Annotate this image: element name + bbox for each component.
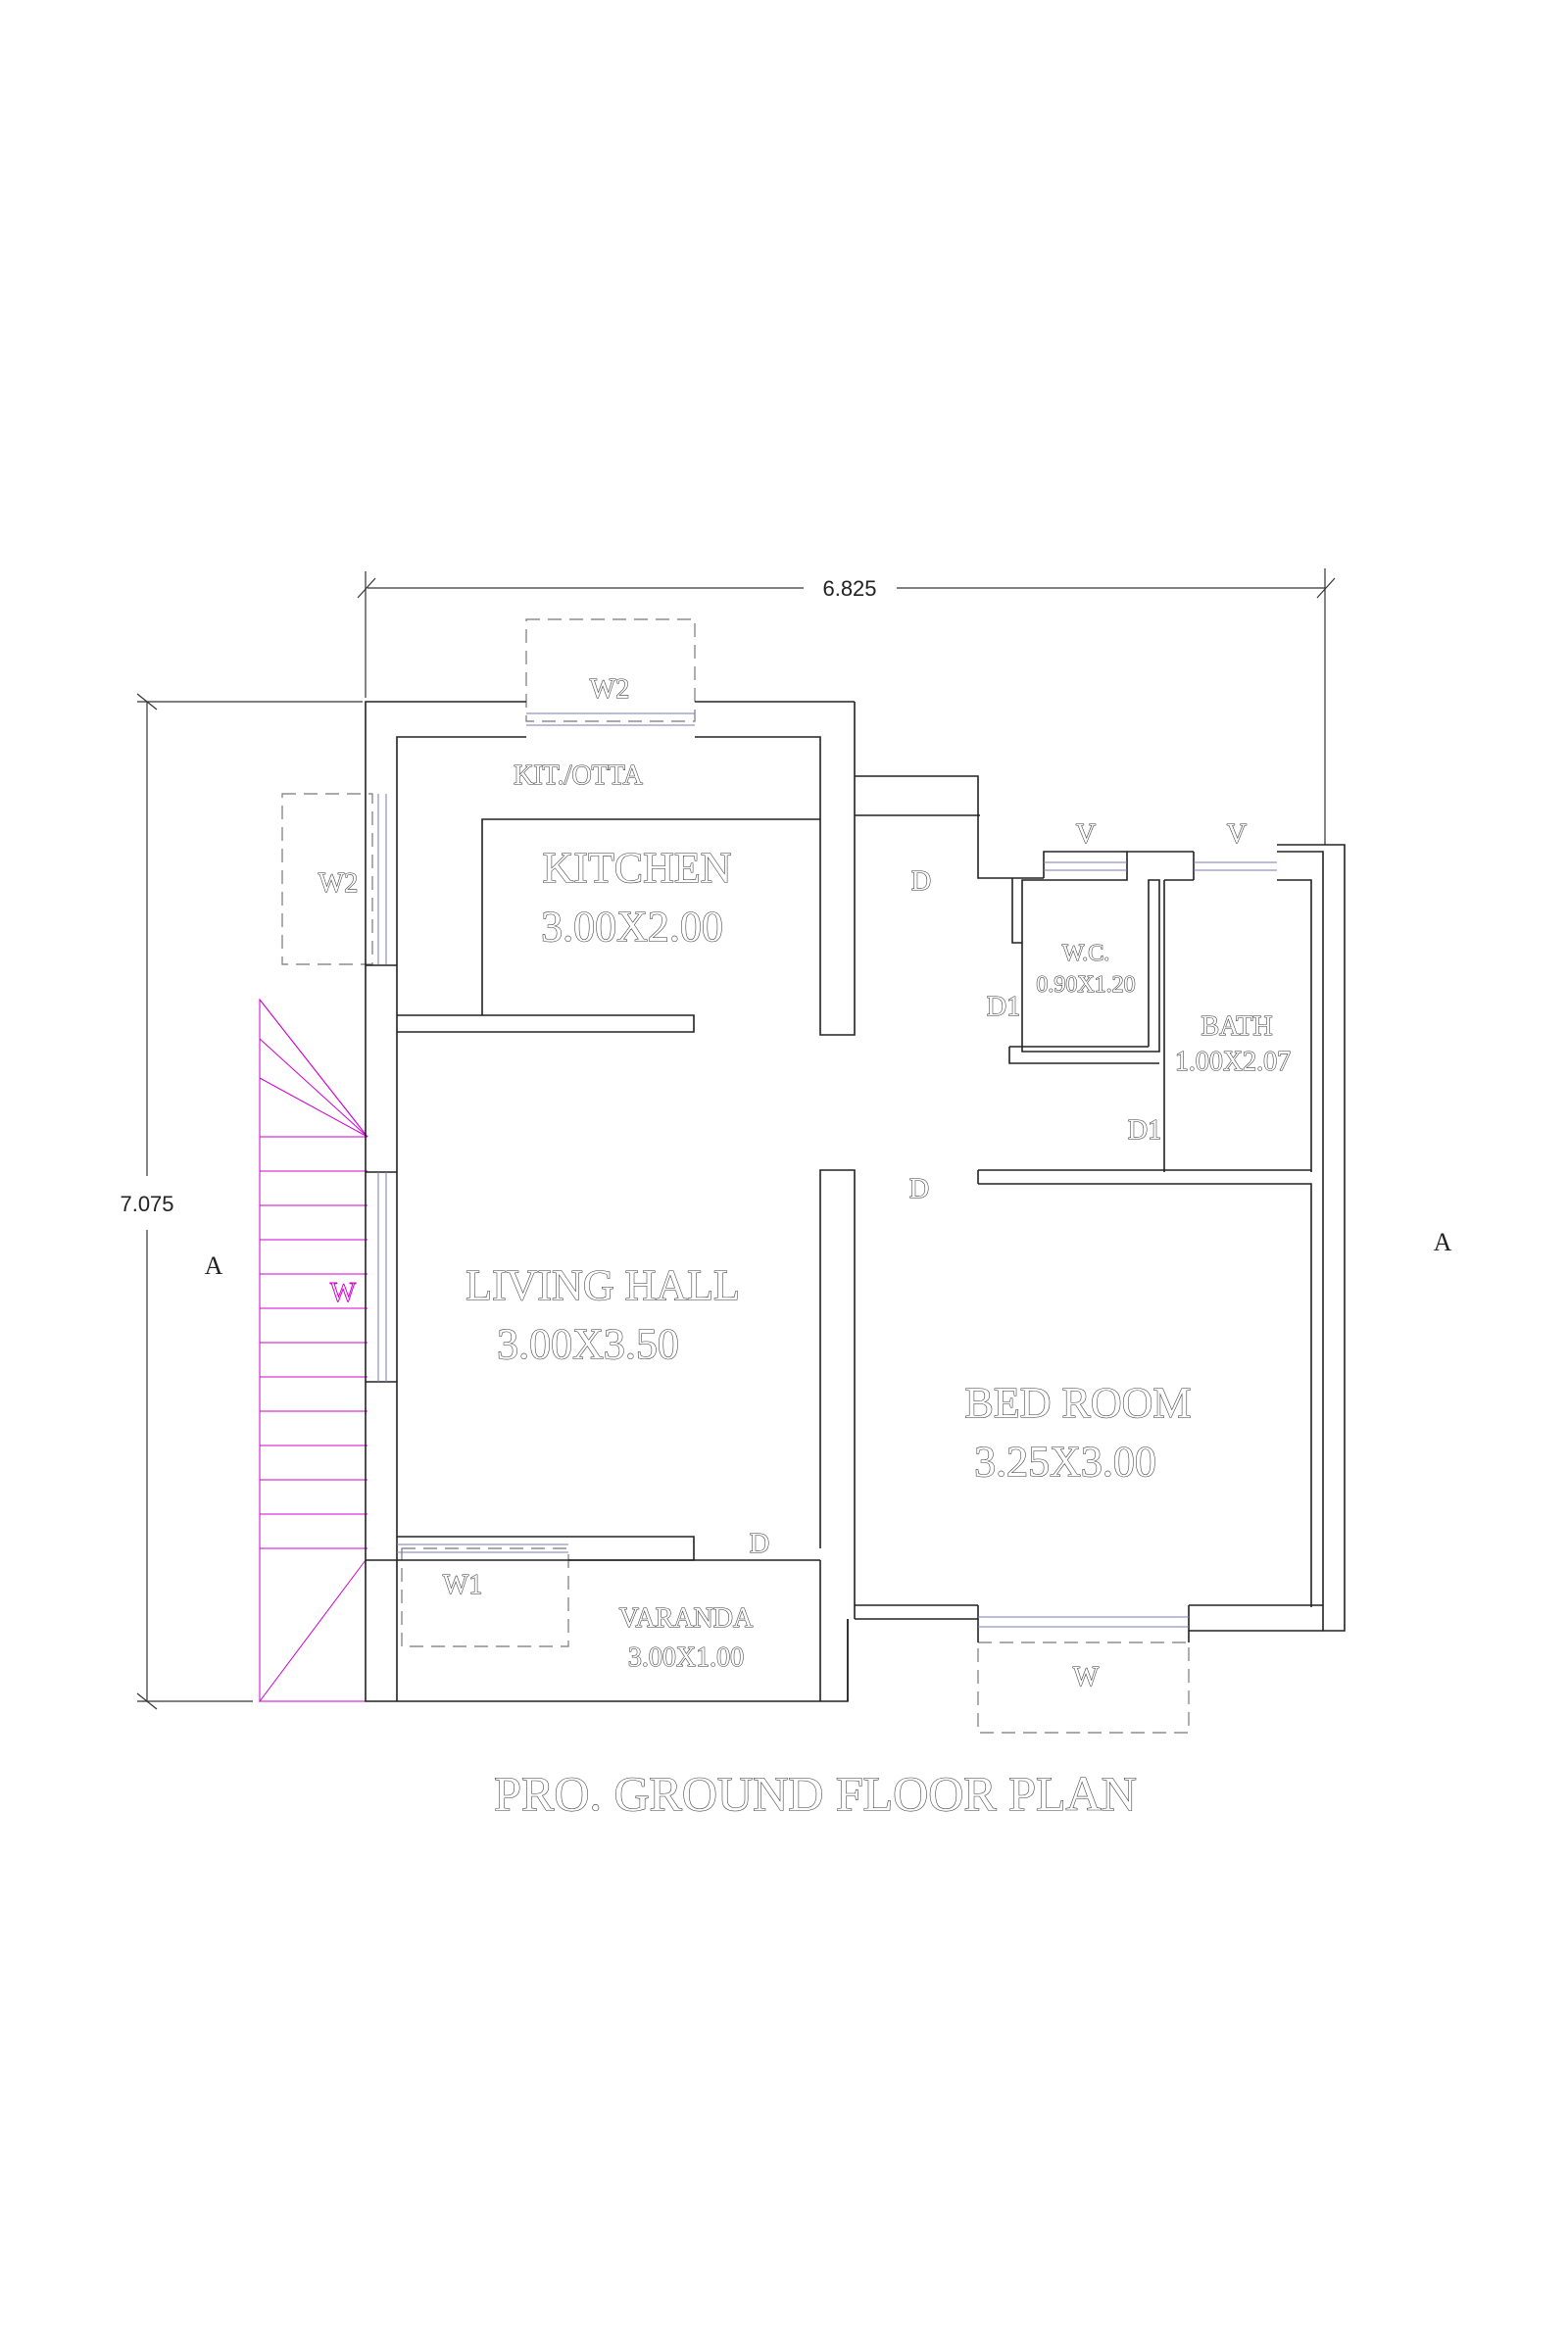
living-hall-size-label: 3.00X3.50 <box>497 1320 679 1368</box>
depth-dimension-label: 7.075 <box>120 1192 173 1216</box>
vent-label-wc: V <box>1076 819 1096 850</box>
vent-label-bath: V <box>1227 819 1247 850</box>
bed-room-size-label: 3.25X3.00 <box>974 1438 1156 1486</box>
window-projection-w2-left <box>281 793 373 965</box>
stair-window-label: W <box>330 1278 357 1308</box>
kitchen-otta-label: KIT./OTTA <box>514 760 644 791</box>
width-dimension-label: 6.825 <box>822 576 876 601</box>
kitchen-size-label: 3.00X2.00 <box>541 903 723 951</box>
door-label-bed: D <box>909 1174 929 1204</box>
window-projection-w1 <box>401 1547 569 1647</box>
window-label-w2-left: W2 <box>318 868 358 899</box>
dimension-depth <box>136 693 363 1710</box>
bath-size-label: 1.00X2.07 <box>1175 1047 1291 1077</box>
varanda-size-label: 3.00X1.00 <box>628 1642 744 1673</box>
bed-room-name-label: BED ROOM <box>964 1379 1191 1427</box>
window-projection-w2-top <box>525 618 696 722</box>
window-label-w2-top: W2 <box>590 674 629 705</box>
door-label-d1-wc: D1 <box>987 992 1020 1022</box>
door-label-d1-bath: D1 <box>1128 1115 1161 1146</box>
window-glazing <box>377 712 1277 1628</box>
bath-name-label: BATH <box>1200 1011 1272 1042</box>
door-label-kitchen: D <box>911 866 931 897</box>
wc-name-label: W.C. <box>1062 941 1109 966</box>
section-mark-left: A <box>205 1251 223 1280</box>
section-mark-right: A <box>1434 1228 1452 1256</box>
drawing-title: PRO. GROUND FLOOR PLAN <box>494 1766 1137 1821</box>
wc-size-label: 0.90X1.20 <box>1036 972 1135 998</box>
living-hall-name-label: LIVING HALL <box>466 1261 740 1309</box>
window-label-w1: W1 <box>443 1570 482 1600</box>
dimension-width <box>357 568 1336 845</box>
varanda-name-label: VARANDA <box>619 1603 754 1634</box>
window-label-w-bed: W <box>1073 1662 1100 1692</box>
door-label-varanda: D <box>750 1529 769 1559</box>
kitchen-name-label: KITCHEN <box>542 844 731 892</box>
walls <box>365 701 1346 1702</box>
staircase <box>259 998 368 1703</box>
